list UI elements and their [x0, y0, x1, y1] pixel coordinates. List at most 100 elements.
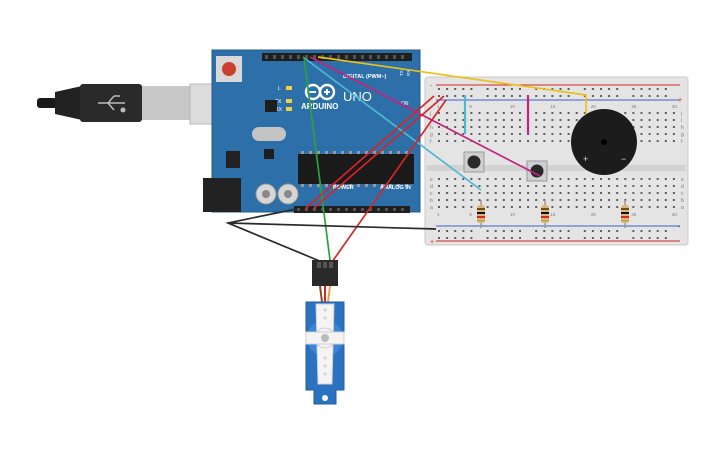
push-button-2[interactable] [526, 160, 548, 182]
breadboard-hole [478, 119, 481, 121]
breadboard-hole [559, 112, 562, 114]
rail-hole [583, 230, 586, 232]
led-rx [286, 107, 292, 111]
header-pin [305, 55, 308, 59]
rail-hole [494, 237, 497, 239]
breadboard-hole [656, 206, 659, 208]
breadboard-hole [478, 140, 481, 142]
header-pin [361, 55, 364, 59]
breadboard-hole [438, 185, 440, 187]
breadboard-hole [446, 206, 449, 208]
chip-pin [365, 184, 368, 187]
breadboard-hole [551, 133, 554, 135]
rail-hole [616, 237, 619, 239]
breadboard-hole [470, 112, 473, 114]
arduino-board[interactable]: ARDUINO UNO DIGITAL (PWM~) TX RX ON L TX… [203, 49, 421, 213]
breadboard-hole [486, 192, 489, 194]
breadboard-hole [656, 178, 659, 180]
chip-pin [373, 151, 376, 154]
breadboard-hole [600, 185, 602, 187]
chip-pin [357, 184, 360, 187]
breadboard-hole [527, 192, 530, 194]
breadboard-hole [656, 112, 659, 114]
rail-hole [616, 230, 619, 232]
analog-label: ANALOG IN [380, 185, 411, 191]
push-button-1[interactable] [463, 151, 485, 173]
header-pin [393, 208, 396, 211]
breadboard-hole [591, 192, 594, 194]
breadboard-hole [632, 185, 635, 187]
rail-hole [640, 95, 643, 97]
rail-minus-bottom: - [678, 224, 681, 231]
breadboard-hole [535, 140, 538, 142]
breadboard-hole [559, 199, 562, 201]
rail-hole [446, 88, 449, 90]
rail-hole [543, 95, 546, 97]
chip-pin [357, 151, 360, 154]
rail-hole [600, 95, 602, 97]
breadboard-hole [672, 126, 675, 128]
column-label: 5 [469, 104, 472, 109]
breadboard-hole [632, 206, 635, 208]
breadboard-hole [591, 178, 594, 180]
breadboard-hole [656, 126, 659, 128]
row-label: a [681, 205, 684, 211]
breadboard-hole [591, 206, 594, 208]
breadboard-hole [632, 126, 635, 128]
header-pin [321, 208, 324, 211]
rail-hole [616, 88, 619, 90]
column-label: 15 [550, 104, 556, 109]
horn-hole [323, 372, 327, 376]
rail-hole [494, 88, 497, 90]
piezo-buzzer[interactable]: + − [571, 109, 637, 175]
rail-hole [535, 88, 538, 90]
header-pin [377, 208, 380, 211]
row-label: g [681, 132, 684, 138]
breadboard-hole [510, 112, 513, 114]
chip-pin [381, 184, 384, 187]
breadboard-hole [632, 192, 635, 194]
breadboard-hole [551, 192, 554, 194]
breadboard-hole [519, 126, 521, 128]
rail-hole [510, 230, 513, 232]
breadboard-hole [640, 206, 643, 208]
breadboard-hole [510, 192, 513, 194]
breadboard-hole [575, 199, 578, 201]
reset-button[interactable] [222, 62, 236, 76]
breadboard-hole [470, 206, 473, 208]
breadboard-hole [462, 119, 465, 121]
rail-hole [664, 88, 667, 90]
breadboard-hole [575, 206, 578, 208]
breadboard-hole [664, 112, 667, 114]
breadboard-hole [454, 140, 457, 142]
header-pin [377, 55, 380, 59]
breadboard-hole [535, 119, 538, 121]
breadboard-hole [575, 178, 578, 180]
rail-hole [438, 88, 440, 90]
header-pin [337, 55, 340, 59]
breadboard-hole [616, 206, 619, 208]
breadboard-hole [656, 119, 659, 121]
breadboard-hole [616, 185, 619, 187]
breadboard-hole [462, 126, 465, 128]
rail-hole [502, 95, 505, 97]
breadboard-hole [608, 206, 611, 208]
breadboard-hole [438, 192, 440, 194]
breadboard-hole [567, 140, 570, 142]
power-analog-header [294, 206, 410, 213]
servo-motor[interactable] [305, 260, 345, 405]
breadboard-hole [551, 126, 554, 128]
breadboard-hole [510, 206, 513, 208]
breadboard-hole [519, 119, 521, 121]
breadboard-hole [438, 126, 440, 128]
rail-hole [551, 95, 554, 97]
breadboard-hole [486, 185, 489, 187]
breadboard-hole [632, 112, 635, 114]
rail-hole [616, 95, 619, 97]
breadboard-hole [502, 112, 505, 114]
breadboard-hole [608, 192, 611, 194]
breadboard-hole [478, 126, 481, 128]
breadboard-hole [446, 119, 449, 121]
breadboard-hole [567, 119, 570, 121]
rail-hole [608, 230, 611, 232]
